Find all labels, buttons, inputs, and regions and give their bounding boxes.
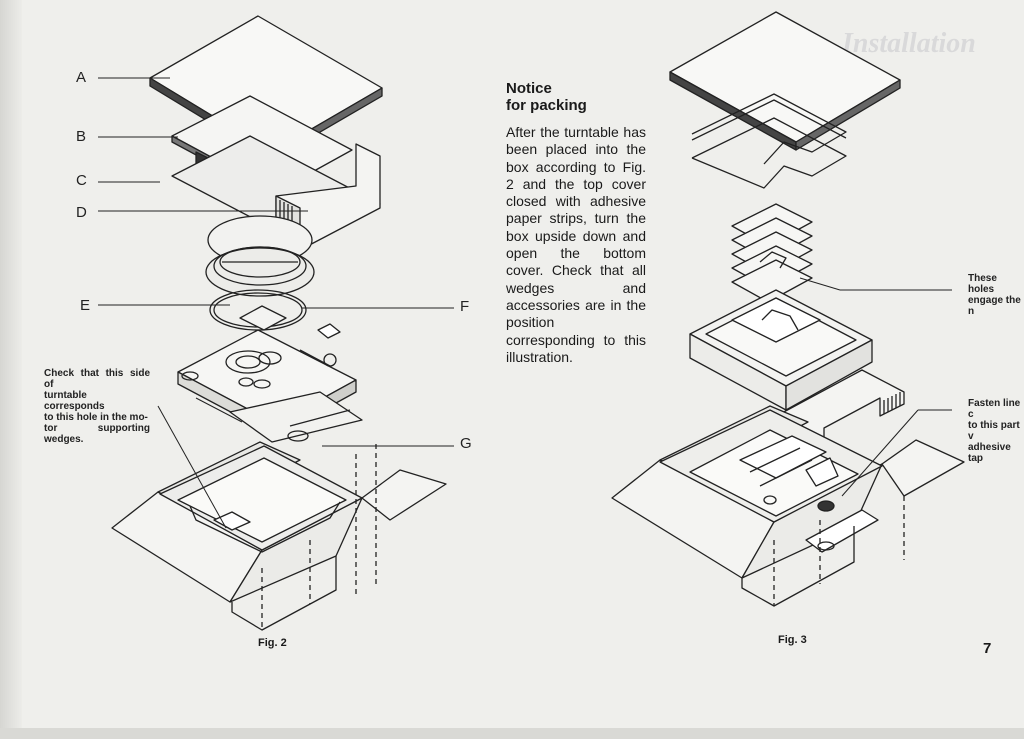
hole-note-line: Check that this side of bbox=[44, 368, 150, 390]
notice-title-line: for packing bbox=[506, 97, 587, 114]
fig3-spacer-sheets bbox=[691, 93, 847, 189]
fig3-caption: Fig. 3 bbox=[778, 634, 807, 646]
fasten-note-line: to this part v bbox=[968, 420, 1020, 442]
label-b: B bbox=[76, 128, 87, 145]
hole-note-line: tor supporting wedges. bbox=[44, 423, 150, 445]
part-f-accessory bbox=[239, 305, 341, 339]
fig2-carton bbox=[111, 441, 447, 631]
holes-note-line: These holes bbox=[968, 273, 997, 295]
fig3-bottom-cover bbox=[669, 11, 901, 151]
packing-notice: Notice for packing After the turntable h… bbox=[506, 80, 646, 366]
fig3-carton bbox=[611, 405, 965, 607]
fasten-note-line: Fasten line c bbox=[968, 398, 1021, 420]
hole-note-line: turntable corresponds bbox=[44, 390, 105, 412]
page-bottom-strip bbox=[0, 728, 1024, 739]
bleed-through-heading: Installation bbox=[842, 28, 976, 59]
part-g-wedge bbox=[229, 391, 363, 443]
label-e: E bbox=[80, 297, 91, 314]
part-e-platter bbox=[205, 215, 315, 331]
fasten-note-line: adhesive tap bbox=[968, 442, 1011, 464]
fig2-leader-lines bbox=[98, 77, 454, 529]
hole-note: Check that this side of turntable corres… bbox=[44, 368, 150, 445]
hole-note-line: to this hole in the mo- bbox=[44, 412, 148, 423]
page-number: 7 bbox=[983, 640, 992, 657]
label-d: D bbox=[76, 204, 87, 221]
notice-body: After the turntable has been placed into… bbox=[506, 124, 646, 365]
holes-note-line: engage the n bbox=[968, 295, 1021, 317]
fig3-leader-lines bbox=[799, 277, 952, 497]
holes-engage-note: These holes engage the n bbox=[968, 273, 1024, 317]
fig3-tray bbox=[689, 289, 873, 411]
fasten-line-note: Fasten line c to this part v adhesive ta… bbox=[968, 398, 1024, 464]
notice-title-line: Notice bbox=[506, 80, 552, 97]
fig3-wedge-stack bbox=[731, 203, 813, 303]
fig3-exploded-view bbox=[611, 11, 965, 607]
label-a: A bbox=[76, 69, 87, 86]
label-c: C bbox=[76, 172, 87, 189]
fig2-exploded-view bbox=[98, 15, 454, 631]
page-binding-edge bbox=[0, 0, 22, 739]
label-g: G bbox=[460, 435, 472, 452]
label-f: F bbox=[460, 298, 470, 315]
fig2-caption: Fig. 2 bbox=[258, 637, 287, 649]
notice-title: Notice for packing bbox=[506, 80, 646, 114]
